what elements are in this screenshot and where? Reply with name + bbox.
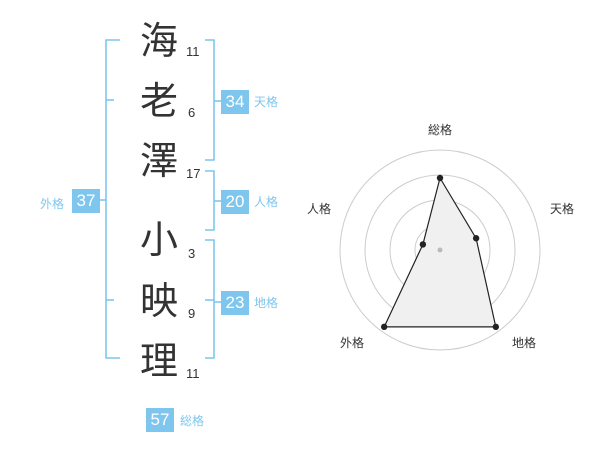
soukaku-label: 総格	[180, 414, 205, 428]
stroke-count-2: 6	[188, 105, 196, 120]
name-char-5: 映	[139, 279, 178, 323]
radar-label-tenkaku: 天格	[550, 201, 574, 216]
jinkaku-value-badge: 20	[221, 190, 249, 214]
stroke-count-5: 9	[188, 306, 196, 321]
name-char-1: 海	[139, 19, 178, 63]
stroke-count-3: 17	[186, 166, 201, 181]
tenkaku-label: 天格	[254, 95, 279, 109]
gaikaku-value-badge: 37	[72, 189, 100, 213]
radar-points	[380, 174, 500, 331]
radar-ring-4	[339, 149, 541, 351]
soukaku-value-badge: 57	[146, 408, 174, 432]
stroke-count-6: 11	[186, 366, 200, 381]
name-char-4: 小	[139, 218, 178, 262]
radar-label-jinkaku: 人格	[307, 201, 331, 216]
radar-point-sou	[436, 174, 444, 182]
name-char-2: 老	[139, 79, 178, 123]
radar-label-gaikaku: 外格	[340, 335, 364, 350]
chikaku-label: 地格	[254, 296, 279, 310]
radar-point-chi	[492, 323, 500, 331]
chikaku-bracket	[205, 239, 215, 359]
radar-center	[437, 247, 443, 253]
stroke-count-4: 3	[188, 246, 196, 261]
radar-point-ten	[472, 235, 480, 242]
radar-point-gai	[380, 323, 388, 331]
gaikaku-label: 外格	[40, 197, 65, 211]
name-char-6: 理	[139, 339, 178, 383]
radar-label-chikaku: 地格	[512, 335, 536, 350]
radar-label-soukaku: 総格	[428, 122, 452, 137]
stroke-count-1: 11	[186, 44, 200, 59]
chikaku-value-badge: 23	[221, 291, 249, 315]
radar-point-jin	[419, 241, 427, 248]
tenkaku-value-badge: 34	[221, 90, 249, 114]
name-char-3: 澤	[139, 139, 178, 183]
tenkaku-bracket	[205, 39, 215, 161]
gaikaku-bracket	[105, 39, 120, 359]
jinkaku-label: 人格	[254, 195, 279, 209]
